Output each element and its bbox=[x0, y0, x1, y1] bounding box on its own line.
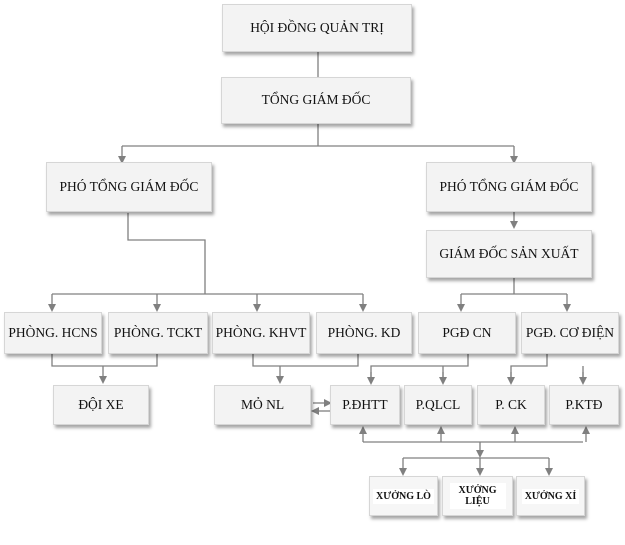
node-giam-doc-san-xuat: GIÁM ĐỐC SẢN XUẤT bbox=[426, 230, 592, 278]
edge-depts-monl bbox=[252, 354, 359, 380]
node-phong-tckt: PHÒNG. TCKT bbox=[108, 312, 208, 354]
node-label: PHÓ TỔNG GIÁM ĐỐC bbox=[439, 178, 579, 194]
node-pho-tong-giam-doc-right: PHÓ TỔNG GIÁM ĐỐC bbox=[426, 162, 592, 212]
edge-ptgd-depts bbox=[52, 213, 363, 295]
node-xuong-lieu: XƯỞNG LIỆU bbox=[442, 476, 513, 516]
node-label: PHÒNG. HCNS bbox=[8, 324, 98, 340]
node-label: XƯỞNG LIỆU bbox=[449, 483, 506, 509]
node-mo-nl: MỎ NL bbox=[214, 385, 311, 425]
node-label: PHÒNG. KHVT bbox=[215, 324, 307, 340]
node-label: GIÁM ĐỐC SẢN XUẤT bbox=[439, 245, 579, 261]
node-pgd-co-dien: PGĐ. CƠ ĐIỆN bbox=[521, 312, 619, 354]
node-label: P. CK bbox=[495, 396, 527, 412]
node-phong-kd: PHÒNG. KD bbox=[316, 312, 412, 354]
edge-tgd-ptgd bbox=[122, 124, 514, 147]
node-label: P.KTĐ bbox=[565, 396, 603, 412]
node-hoi-dong-quan-tri: HỘI ĐỒNG QUẢN TRỊ bbox=[222, 4, 412, 52]
node-label: PGĐ. CƠ ĐIỆN bbox=[525, 324, 615, 340]
node-label: ĐỘI XE bbox=[78, 396, 124, 412]
node-pgd-cn: PGĐ CN bbox=[418, 312, 516, 354]
node-tong-giam-doc: TỔNG GIÁM ĐỐC bbox=[221, 77, 411, 124]
node-pho-tong-giam-doc-left: PHÓ TỔNG GIÁM ĐỐC bbox=[46, 162, 212, 212]
node-label: XƯỞNG LÒ bbox=[373, 488, 434, 504]
node-doi-xe: ĐỘI XE bbox=[53, 385, 149, 425]
edge-gdsx-pgd bbox=[461, 278, 567, 295]
node-xuong-xi: XƯỞNG XỈ bbox=[516, 476, 585, 516]
node-phong-khvt: PHÒNG. KHVT bbox=[212, 312, 310, 354]
node-label: MỎ NL bbox=[240, 396, 285, 412]
node-label: PGĐ CN bbox=[442, 324, 492, 340]
node-label: PHÒNG. TCKT bbox=[113, 324, 203, 340]
node-label: HỘI ĐỒNG QUẢN TRỊ bbox=[250, 19, 384, 35]
node-p-qlcl: P.QLCL bbox=[404, 385, 472, 425]
node-phong-hcns: PHÒNG. HCNS bbox=[4, 312, 102, 354]
edge-pgdcn-p bbox=[370, 354, 469, 380]
node-label: PHÒNG. KD bbox=[327, 324, 401, 340]
node-xuong-lo: XƯỞNG LÒ bbox=[369, 476, 438, 516]
node-label: TỔNG GIÁM ĐỐC bbox=[261, 92, 371, 108]
node-p-dhtt: P.ĐHTT bbox=[330, 385, 400, 425]
node-label: PHÓ TỔNG GIÁM ĐỐC bbox=[59, 178, 199, 194]
node-label: P.QLCL bbox=[415, 396, 461, 412]
node-label: P.ĐHTT bbox=[342, 396, 388, 412]
node-label: XƯỞNG XỈ bbox=[521, 488, 580, 504]
edge-pgdcd-p bbox=[510, 354, 584, 380]
node-p-ck: P. CK bbox=[477, 385, 545, 425]
node-p-ktd: P.KTĐ bbox=[549, 385, 619, 425]
edge-depts-doixe bbox=[51, 354, 158, 380]
